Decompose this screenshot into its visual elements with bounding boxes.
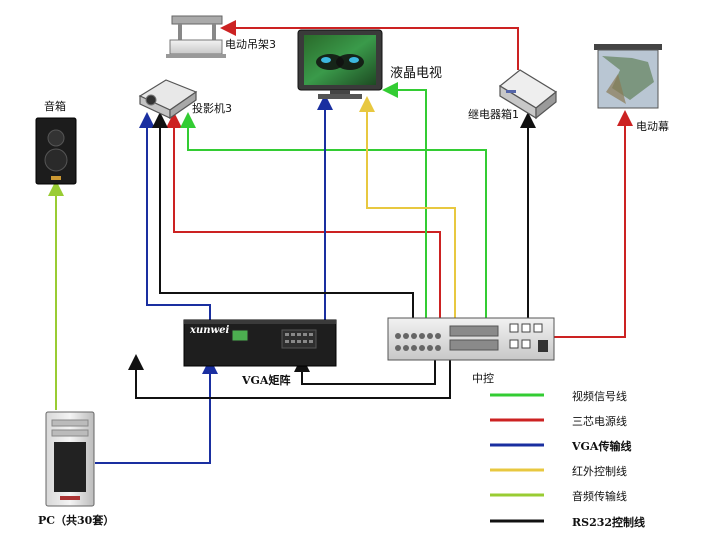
cable-vga-matrix-to-projector (139, 112, 211, 320)
central-control-icon (387, 317, 555, 361)
cable-ir-control-to-tv (359, 96, 456, 318)
cable-rs232-control-to-pc (128, 354, 451, 399)
cable-video-control-to-tv (382, 82, 427, 318)
motor-lift-icon (166, 15, 226, 58)
matrix-brand-label: xunwei (190, 325, 230, 336)
cable-power-control-to-screen (553, 110, 633, 338)
projection-screen-icon (594, 44, 662, 109)
speaker-label: 音箱 (44, 100, 66, 113)
legend-ir: 红外控制线 (572, 465, 627, 478)
screen-label: 电动幕 (636, 120, 669, 133)
legend-swatches (490, 393, 544, 523)
cable-vga-pc-to-matrix (95, 358, 218, 464)
motor-lift-label: 电动吊架3 (225, 38, 276, 51)
pc-label: PC（共30套） (38, 514, 115, 527)
projector-label: 投影机3 (192, 102, 232, 115)
legend-vga: VGA传输线 (572, 440, 632, 453)
legend-audio: 音频传输线 (572, 490, 627, 503)
relay-box-label: 继电器箱1 (468, 108, 519, 121)
vga-matrix-label: VGA矩阵 (242, 374, 291, 387)
lcd-tv-label: 液晶电视 (390, 66, 443, 81)
legend-video: 视频信号线 (572, 390, 627, 403)
vga-matrix-icon (183, 319, 337, 367)
cable-rs232-control-to-matrix (294, 356, 436, 385)
central-control-label: 中控 (472, 372, 494, 385)
speaker-icon (35, 117, 77, 185)
legend-rs232: RS232控制线 (572, 516, 646, 529)
cable-power-relay-to-lift (220, 20, 519, 70)
cable-power-control-to-projector (166, 112, 441, 318)
cable-rs232-control-to-projector (152, 112, 414, 318)
cable-video-control-to-projector (180, 112, 487, 318)
legend-power: 三芯电源线 (572, 415, 627, 428)
relay-box-icon (498, 69, 558, 120)
projector-icon (138, 79, 198, 120)
pc-tower-icon (45, 411, 95, 507)
lcd-tv-icon (297, 29, 383, 99)
